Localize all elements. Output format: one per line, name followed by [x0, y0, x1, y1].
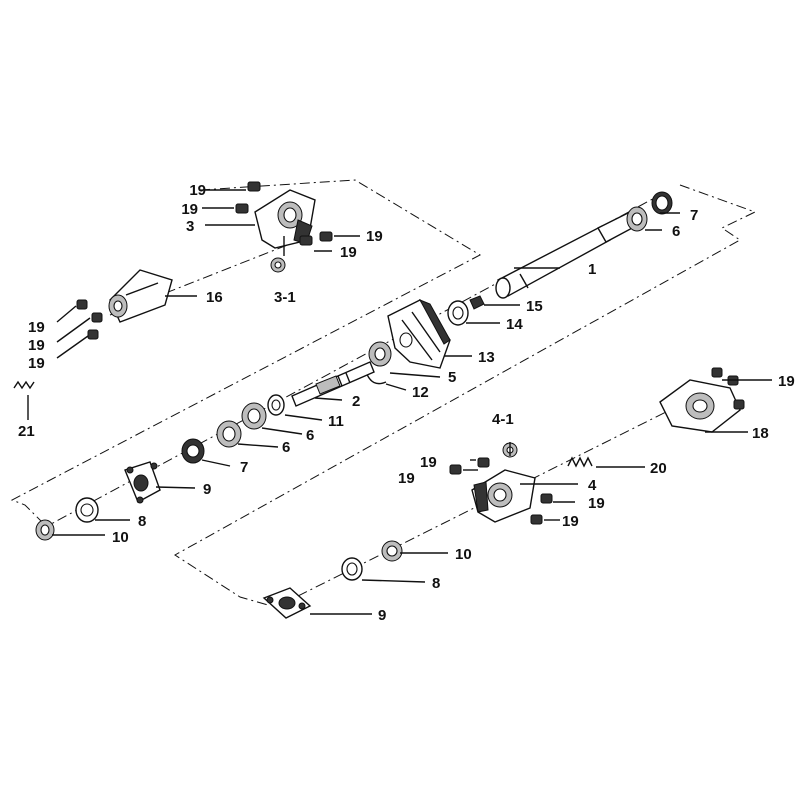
boundary-upper-left: [10, 179, 482, 526]
callout-18: 18: [752, 425, 769, 442]
part-1-shaft-tube: [495, 211, 637, 299]
callout-8-left: 8: [138, 513, 146, 530]
part-6-bearing-mid-a: [241, 402, 267, 430]
part-11-washer: [267, 394, 285, 416]
part-5-bearing: [368, 341, 392, 367]
callout-20: 20: [650, 460, 667, 477]
part-7-oil-seal-top: [651, 191, 673, 215]
callout-9-left: 9: [203, 481, 211, 498]
callout-15: 15: [526, 298, 543, 315]
callout-19-i: 19: [398, 470, 415, 487]
boundary-right: [174, 184, 757, 606]
callout-19-k: 19: [562, 513, 579, 530]
callout-19-l: 19: [778, 373, 795, 390]
callout-19-f: 19: [28, 337, 45, 354]
part-18-end-cover: [659, 379, 741, 433]
callout-21: 21: [18, 423, 35, 440]
part-15-nut: [469, 295, 485, 310]
callout-11: 11: [328, 413, 344, 430]
callout-1: 1: [588, 261, 596, 278]
part-14-washer: [447, 300, 469, 326]
part-8-washer-lower: [341, 557, 363, 581]
callout-19-c: 19: [366, 228, 383, 245]
part-4-gear-housing-lower: [471, 469, 536, 523]
part-3-1-nut: [270, 257, 286, 273]
callout-19-j: 19: [588, 495, 605, 512]
callout-6-low: 6: [282, 439, 290, 456]
part-7-oil-seal-left: [181, 438, 205, 464]
part-2-pinion-shaft: [291, 361, 375, 407]
callout-9-lower: 9: [378, 607, 386, 624]
callout-6-mid: 6: [306, 427, 314, 444]
part-9-flange-left: [124, 461, 161, 504]
part-16-flange-housing: [108, 269, 173, 323]
callout-6-top: 6: [672, 223, 680, 240]
part-13-bevel-gear: [387, 299, 451, 369]
callout-10-lower: 10: [455, 546, 472, 563]
callout-2: 2: [352, 393, 360, 410]
callout-19-d: 19: [340, 244, 357, 261]
callout-7-left: 7: [240, 459, 248, 476]
callout-14: 14: [506, 316, 523, 333]
callout-19-h: 19: [420, 454, 437, 471]
part-6-bearing-mid-b: [216, 420, 242, 448]
callout-19-b: 19: [181, 201, 198, 218]
callout-4-1: 4-1: [492, 411, 514, 428]
part-6-bearing-top: [626, 206, 648, 232]
leader-lines: [27, 189, 772, 615]
part-9-flange-lower: [262, 587, 312, 619]
part-10-nut-left: [35, 519, 55, 541]
part-10-nut-lower: [381, 540, 403, 562]
callout-3-1: 3-1: [274, 289, 296, 306]
callout-8-lower: 8: [432, 575, 440, 592]
callout-7-top: 7: [690, 207, 698, 224]
callout-4: 4: [588, 477, 597, 494]
callout-16: 16: [206, 289, 223, 306]
callout-13: 13: [478, 349, 495, 366]
callout-10-left: 10: [112, 529, 129, 546]
part-8-washer-left: [75, 497, 99, 523]
callout-19-a: 19: [189, 182, 206, 199]
callout-3: 3: [186, 218, 194, 235]
callout-12: 12: [412, 384, 429, 401]
part-21-spring: [13, 380, 35, 390]
bolts-part-19: [76, 181, 745, 525]
callout-19-e: 19: [28, 319, 45, 336]
callout-19-g: 19: [28, 355, 45, 372]
callout-5: 5: [448, 369, 456, 386]
part-20-spring: [567, 456, 593, 468]
